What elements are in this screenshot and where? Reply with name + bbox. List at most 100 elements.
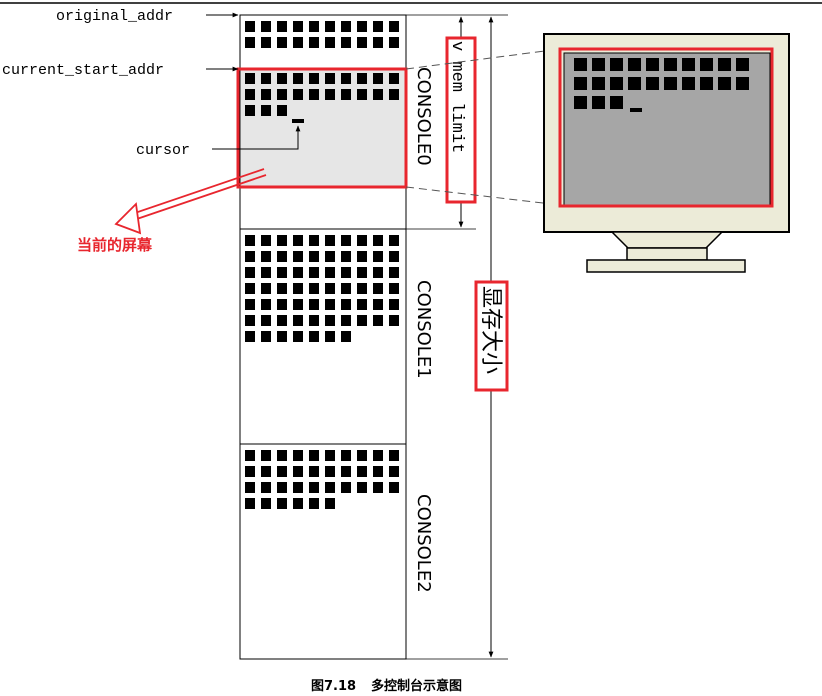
text-cell-block (389, 21, 399, 32)
text-cell-block (293, 73, 303, 84)
text-cell-block (357, 235, 367, 246)
text-cell-block (325, 21, 335, 32)
text-cell-block (277, 89, 287, 100)
text-cell-block (341, 73, 351, 84)
text-cell-block (309, 73, 319, 84)
figure-number: 图7.18 (311, 679, 356, 694)
text-cell-block (277, 267, 287, 278)
text-cell-block (357, 89, 367, 100)
text-cell-block (341, 482, 351, 493)
text-cell-block (245, 498, 255, 509)
text-cell-block (277, 73, 287, 84)
monitor (544, 34, 789, 272)
text-cell-block (357, 299, 367, 310)
current-screen-area (241, 70, 405, 186)
text-cell-block (592, 77, 605, 90)
text-cell-block (245, 235, 255, 246)
text-cell-block (325, 267, 335, 278)
text-cell-block (261, 235, 271, 246)
text-cell-block (341, 267, 351, 278)
text-cell-block (574, 96, 587, 109)
text-cell-block (277, 37, 287, 48)
text-cell-block (245, 21, 255, 32)
text-cell-block (700, 58, 713, 71)
text-cell-block (325, 283, 335, 294)
text-cell-block (261, 315, 271, 326)
text-cell-block (277, 315, 287, 326)
text-cell-block (309, 37, 319, 48)
text-cell-block (389, 466, 399, 477)
current-screen-label: 当前的屏幕 (77, 236, 153, 254)
monitor-cursor-mark (630, 108, 642, 112)
text-cell-block (261, 498, 271, 509)
text-cell-block (245, 267, 255, 278)
text-cell-block (261, 73, 271, 84)
text-cell-block (389, 251, 399, 262)
text-cell-block (357, 283, 367, 294)
text-cell-block (357, 267, 367, 278)
text-cell-block (718, 58, 731, 71)
text-cell-block (261, 299, 271, 310)
text-cell-block (277, 331, 287, 342)
text-cell-block (261, 450, 271, 461)
text-cell-block (325, 37, 335, 48)
text-cell-block (389, 89, 399, 100)
text-cell-block (325, 498, 335, 509)
text-cell-block (341, 37, 351, 48)
text-cell-block (309, 267, 319, 278)
text-cell-block (700, 77, 713, 90)
text-cell-block (325, 235, 335, 246)
text-cell-block (325, 73, 335, 84)
v-mem-limit-label: v mem limit (447, 41, 466, 153)
text-cell-block (293, 331, 303, 342)
text-cell-block (293, 498, 303, 509)
text-cell-block (325, 466, 335, 477)
text-cell-block (373, 450, 383, 461)
text-cell-block (664, 58, 677, 71)
text-cell-block (309, 283, 319, 294)
text-cell-block (373, 299, 383, 310)
text-cell-block (277, 235, 287, 246)
text-cell-block (245, 482, 255, 493)
text-cell-block (293, 37, 303, 48)
text-cell-block (736, 58, 749, 71)
text-cell-block (610, 96, 623, 109)
text-cell-block (373, 235, 383, 246)
text-cell-block (389, 482, 399, 493)
text-cell-block (277, 482, 287, 493)
text-cell-block (341, 466, 351, 477)
text-cell-block (293, 235, 303, 246)
text-cell-block (309, 466, 319, 477)
text-cell-block (277, 21, 287, 32)
text-cell-block (389, 299, 399, 310)
text-cell-block (341, 235, 351, 246)
monitor-stand-base (587, 260, 745, 272)
text-cell-block (389, 283, 399, 294)
text-cell-block (628, 77, 641, 90)
text-cell-block (389, 267, 399, 278)
text-cell-block (309, 299, 319, 310)
text-cell-block (293, 89, 303, 100)
text-cell-block (682, 58, 695, 71)
text-cell-block (373, 283, 383, 294)
text-cell-block (245, 251, 255, 262)
figure-title: 多控制台示意图 (371, 678, 462, 694)
text-cell-block (293, 450, 303, 461)
monitor-screen (564, 53, 770, 206)
text-cell-block (341, 21, 351, 32)
text-cell-block (293, 299, 303, 310)
projection-top (406, 49, 560, 69)
text-cell-block (309, 315, 319, 326)
text-cell-block (261, 37, 271, 48)
text-cell-block (309, 251, 319, 262)
text-cell-block (389, 450, 399, 461)
text-cell-block (341, 283, 351, 294)
text-cell-block (277, 299, 287, 310)
text-cell-block (373, 251, 383, 262)
text-cell-block (736, 77, 749, 90)
text-cell-block (357, 251, 367, 262)
text-cell-block (293, 466, 303, 477)
text-cell-block (574, 77, 587, 90)
text-cell-block (341, 89, 351, 100)
projection-bottom (406, 187, 560, 205)
